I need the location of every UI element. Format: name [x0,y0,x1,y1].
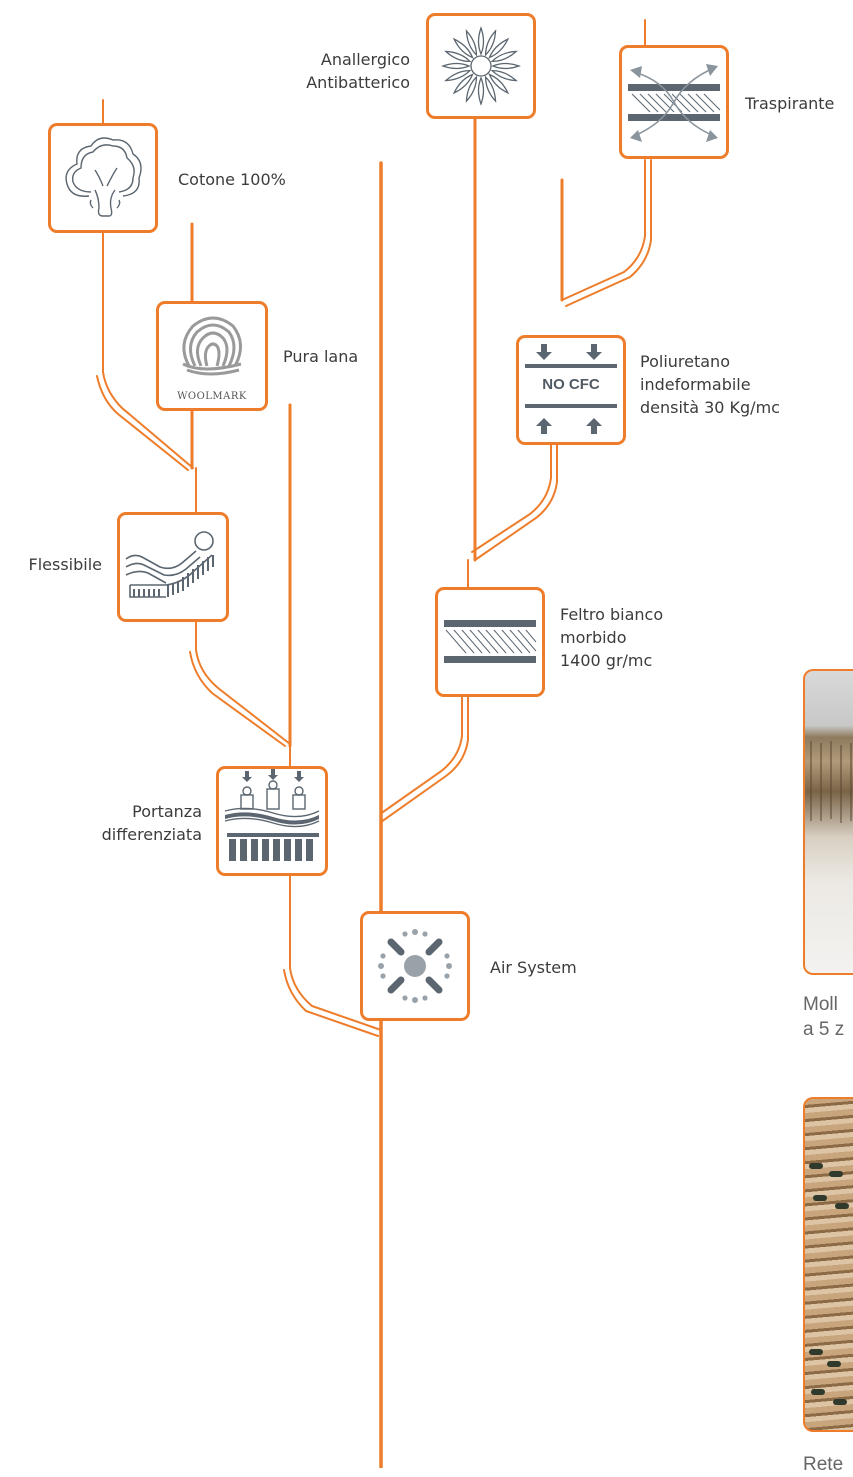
traspirante-icon-box [619,45,729,159]
lana-label: Pura lana [283,347,359,366]
portanza-icon-box [216,766,328,876]
air-system-icon [378,929,452,1003]
springs-photo-texture [810,741,852,823]
flessibile-label: Flessibile [28,555,103,574]
flower-icon [442,26,520,105]
no-cfc-badge: NO CFC [542,376,600,393]
flessibile-icon-box [117,512,229,622]
springs-caption: Moll a 5 z [803,994,845,1040]
air-system-label: Air System [490,958,577,977]
cotone-label: Cotone 100% [178,170,286,189]
anallergico-label: Anallergico Antibatterico [306,50,410,92]
air-system-icon-box [360,911,470,1021]
woolmark-brand-text: WOOLMARK [177,391,247,402]
feltro-label: Feltro bianco morbido 1400 gr/mc [560,605,664,670]
felt-layer-icon [444,620,537,663]
cotone-icon-box [48,123,158,233]
differentiated-support-icon [224,769,320,861]
feltro-icon-box [435,587,545,697]
poliuretano-label: Poliuretano indeformabile densità 30 Kg/… [640,352,780,417]
woolmark-icon [182,316,242,376]
cotton-icon [65,137,142,217]
slats-caption: Rete [803,1454,844,1475]
slats-photo-clips [809,1163,849,1405]
traspirante-label: Traspirante [745,94,835,113]
lana-icon-box: WOOLMARK [156,301,268,411]
portanza-label: Portanza differenziata [101,802,202,844]
slats-photo [803,1097,853,1432]
breathable-layers-icon [628,64,721,142]
springs-photo [803,669,853,975]
flexible-mattress-icon [125,531,214,598]
no-cfc-icon [525,344,617,434]
poliuretano-icon-box: NO CFC [516,335,626,445]
anallergico-icon-box [426,13,536,119]
